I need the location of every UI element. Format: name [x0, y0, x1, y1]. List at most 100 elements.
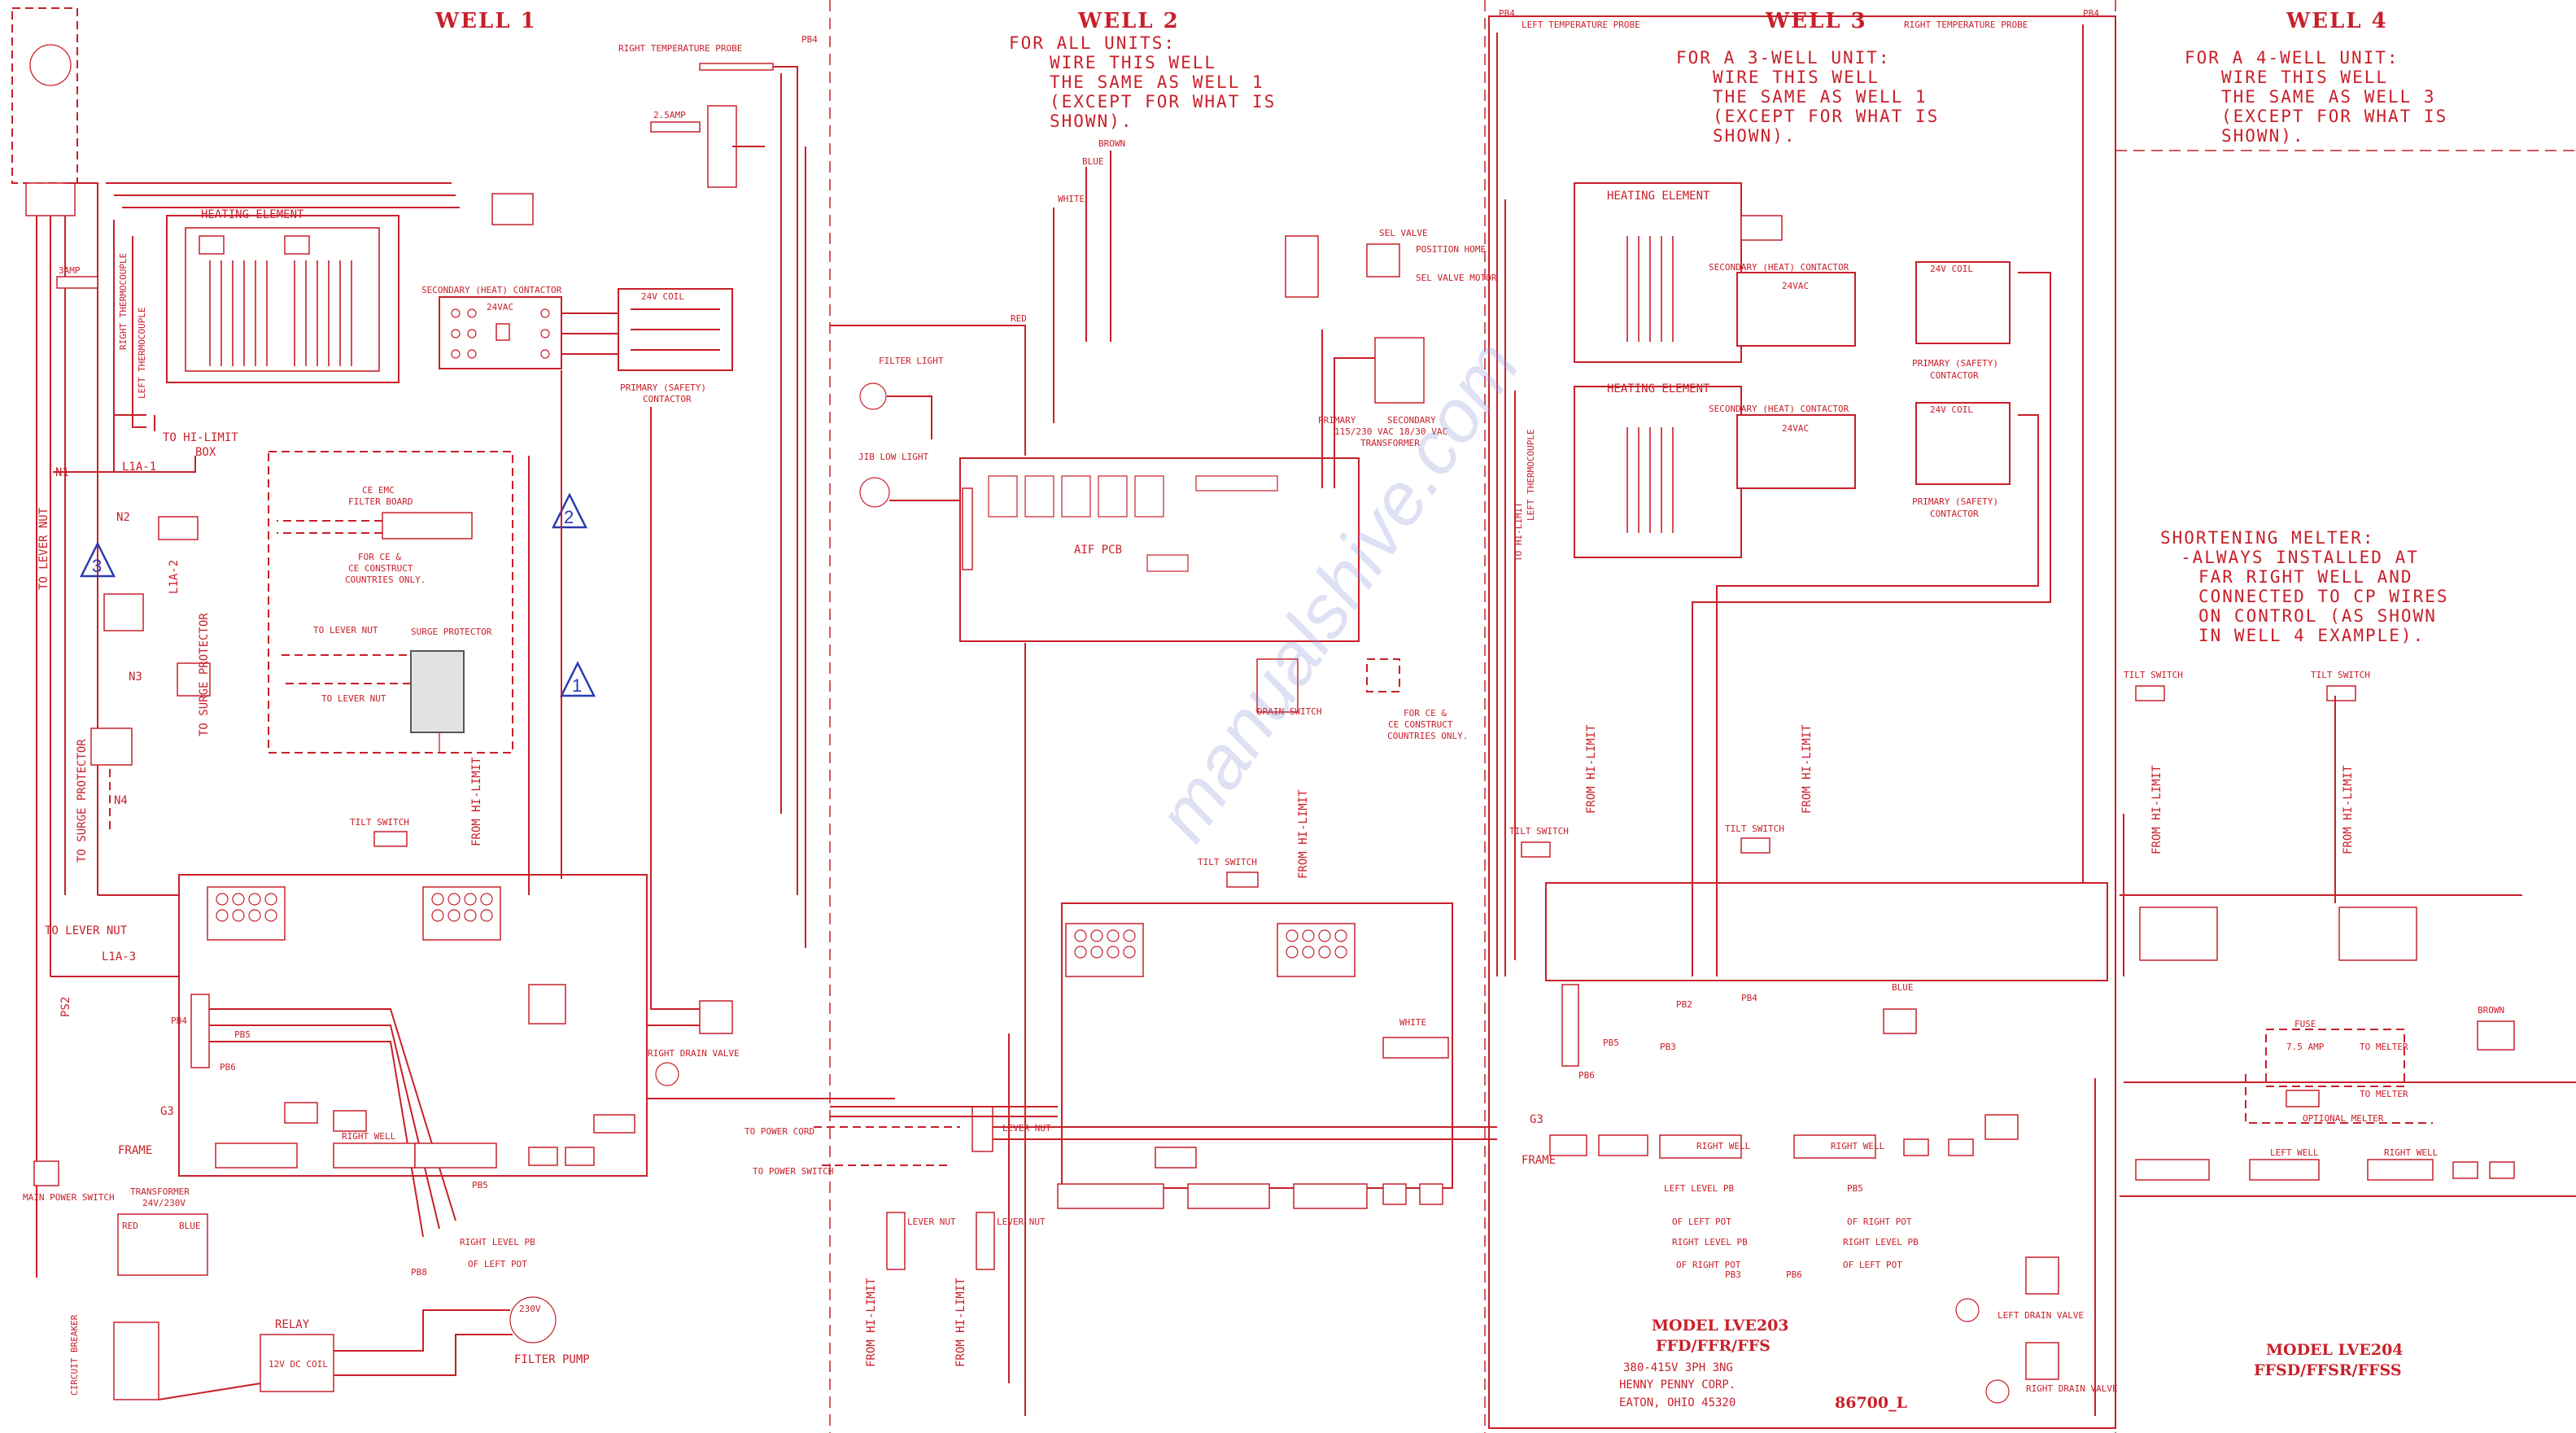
svg-text:TO LEVER NUT: TO LEVER NUT — [313, 625, 378, 636]
svg-text:86700_L: 86700_L — [1835, 1394, 1907, 1412]
well4-circuit: TILT SWITCH TILT SWITCH FROM HI-LIMIT FR… — [2120, 670, 2576, 1379]
well2-circuit: BROWN BLUE WHITE RED FILTER LIGHT JIB LO… — [744, 138, 1497, 1416]
svg-text:PB6: PB6 — [1578, 1070, 1595, 1081]
svg-text:TILT SWITCH: TILT SWITCH — [2311, 670, 2370, 680]
svg-text:24VAC: 24VAC — [487, 302, 513, 312]
svg-text:LEFT LEVEL PB: LEFT LEVEL PB — [1664, 1183, 1734, 1194]
svg-text:FOR CE &: FOR CE & — [358, 552, 401, 562]
svg-text:TO MELTER: TO MELTER — [2360, 1042, 2408, 1052]
svg-text:1: 1 — [572, 675, 582, 696]
svg-text:PB6: PB6 — [1786, 1269, 1802, 1280]
svg-text:PRIMARY (SAFETY): PRIMARY (SAFETY) — [1912, 358, 1998, 369]
svg-text:N1: N1 — [55, 466, 69, 479]
svg-text:LEFT THERMOCOUPLE: LEFT THERMOCOUPLE — [1526, 429, 1536, 521]
well1-title: WELL 1 — [434, 9, 537, 33]
svg-text:PB3: PB3 — [1660, 1042, 1676, 1052]
svg-text:PB6: PB6 — [220, 1062, 236, 1073]
svg-text:FUSE: FUSE — [2294, 1019, 2316, 1029]
svg-text:OF LEFT POT: OF LEFT POT — [468, 1259, 527, 1269]
svg-text:LEVER NUT: LEVER NUT — [1002, 1123, 1051, 1134]
svg-text:WIRE THIS WELL: WIRE THIS WELL — [1050, 53, 1216, 72]
svg-text:COUNTRIES ONLY.: COUNTRIES ONLY. — [345, 575, 426, 585]
svg-text:L1A-3: L1A-3 — [102, 950, 136, 963]
svg-text:PB5: PB5 — [234, 1029, 251, 1040]
svg-text:WIRE THIS WELL: WIRE THIS WELL — [2221, 68, 2388, 87]
svg-text:L1A-2: L1A-2 — [168, 560, 181, 594]
svg-text:PB8: PB8 — [411, 1267, 427, 1278]
svg-text:RIGHT WELL: RIGHT WELL — [1831, 1141, 1885, 1151]
svg-text:(EXCEPT FOR WHAT IS: (EXCEPT FOR WHAT IS — [1050, 92, 1276, 111]
svg-text:BROWN: BROWN — [2478, 1005, 2504, 1016]
svg-text:FOR A 4-WELL UNIT:: FOR A 4-WELL UNIT: — [2185, 48, 2399, 68]
svg-text:TRANSFORMER: TRANSFORMER — [130, 1186, 190, 1197]
svg-text:OF RIGHT POT: OF RIGHT POT — [1847, 1217, 1912, 1227]
svg-text:PB3: PB3 — [1725, 1269, 1741, 1280]
svg-text:PB4: PB4 — [2083, 8, 2099, 19]
svg-text:2.5AMP: 2.5AMP — [653, 110, 686, 120]
svg-text:CONTACTOR: CONTACTOR — [643, 394, 692, 404]
svg-text:HEATING ELEMENT: HEATING ELEMENT — [201, 208, 304, 221]
callout-1-icon — [559, 661, 596, 697]
svg-text:TILT SWITCH: TILT SWITCH — [1509, 826, 1569, 837]
svg-text:DRAIN SWITCH: DRAIN SWITCH — [1257, 706, 1321, 717]
svg-text:3: 3 — [92, 556, 102, 576]
svg-text:PB5: PB5 — [1603, 1038, 1619, 1048]
svg-text:RIGHT DRAIN VALVE: RIGHT DRAIN VALVE — [2026, 1383, 2118, 1394]
svg-text:WIRE THIS WELL: WIRE THIS WELL — [1713, 68, 1880, 87]
svg-text:RIGHT THERMOCOUPLE: RIGHT THERMOCOUPLE — [118, 253, 129, 350]
svg-text:230V: 230V — [519, 1304, 541, 1314]
well3-circuit: LEFT TEMPERATURE PROBE RIGHT TEMPERATURE… — [1496, 8, 2118, 1416]
svg-text:CE CONSTRUCT: CE CONSTRUCT — [1388, 719, 1453, 730]
svg-text:BLUE: BLUE — [1892, 982, 1914, 993]
svg-text:MAIN POWER SWITCH: MAIN POWER SWITCH — [23, 1192, 115, 1203]
svg-text:CIRCUIT BREAKER: CIRCUIT BREAKER — [69, 1314, 80, 1396]
svg-text:-ALWAYS INSTALLED AT: -ALWAYS INSTALLED AT — [2181, 548, 2419, 567]
svg-text:2: 2 — [564, 507, 574, 527]
svg-text:WHITE: WHITE — [1058, 194, 1085, 204]
svg-text:RIGHT TEMPERATURE PROBE: RIGHT TEMPERATURE PROBE — [618, 43, 742, 54]
well4-note: FOR A 4-WELL UNIT: WIRE THIS WELL THE SA… — [2185, 48, 2446, 146]
svg-text:JIB LOW LIGHT: JIB LOW LIGHT — [858, 452, 928, 462]
svg-text:TRANSFORMER: TRANSFORMER — [1360, 438, 1420, 448]
svg-text:LEFT THERMOCOUPLE: LEFT THERMOCOUPLE — [137, 307, 147, 399]
svg-text:BLUE: BLUE — [1082, 156, 1104, 167]
svg-text:N3: N3 — [129, 671, 142, 684]
svg-text:G3: G3 — [1530, 1113, 1543, 1126]
svg-text:FROM HI-LIMIT: FROM HI-LIMIT — [865, 1278, 878, 1367]
svg-text:FOR CE &: FOR CE & — [1404, 708, 1447, 719]
svg-text:TO SURGE PROTECTOR: TO SURGE PROTECTOR — [198, 613, 211, 736]
svg-text:LEFT DRAIN VALVE: LEFT DRAIN VALVE — [1997, 1310, 2084, 1321]
svg-text:HENNY PENNY CORP.: HENNY PENNY CORP. — [1619, 1378, 1736, 1391]
svg-text:CE CONSTRUCT: CE CONSTRUCT — [348, 563, 413, 574]
svg-text:SECONDARY (HEAT) CONTACTOR: SECONDARY (HEAT) CONTACTOR — [421, 285, 562, 295]
svg-text:OF RIGHT POT: OF RIGHT POT — [1676, 1260, 1741, 1270]
svg-text:RIGHT LEVEL PB: RIGHT LEVEL PB — [1672, 1237, 1748, 1247]
svg-text:FILTER BOARD: FILTER BOARD — [348, 496, 413, 507]
svg-text:TILT SWITCH: TILT SWITCH — [350, 817, 409, 828]
svg-text:24VAC: 24VAC — [1782, 423, 1809, 434]
svg-text:LEVER NUT: LEVER NUT — [907, 1217, 956, 1227]
svg-text:FILTER LIGHT: FILTER LIGHT — [879, 356, 944, 366]
svg-text:CONTACTOR: CONTACTOR — [1930, 509, 1979, 519]
svg-text:TILT SWITCH: TILT SWITCH — [2124, 670, 2183, 680]
svg-text:PB5: PB5 — [472, 1180, 488, 1191]
well2-note: FOR ALL UNITS: WIRE THIS WELL THE SAME A… — [1009, 33, 1276, 131]
svg-text:LEFT WELL: LEFT WELL — [2270, 1147, 2319, 1158]
svg-text:SEL VALVE: SEL VALVE — [1379, 228, 1428, 238]
well3-title: WELL 3 — [1765, 9, 1867, 33]
svg-text:PB4: PB4 — [171, 1016, 187, 1026]
svg-text:FILTER PUMP: FILTER PUMP — [514, 1353, 590, 1366]
svg-text:RIGHT LEVEL PB: RIGHT LEVEL PB — [460, 1237, 535, 1247]
well2-title: WELL 2 — [1077, 9, 1180, 33]
svg-text:RIGHT WELL: RIGHT WELL — [342, 1131, 396, 1142]
melter-note: SHORTENING MELTER: -ALWAYS INSTALLED AT … — [2160, 528, 2447, 645]
svg-text:TILT SWITCH: TILT SWITCH — [1725, 824, 1784, 834]
svg-text:ON CONTROL (AS SHOWN: ON CONTROL (AS SHOWN — [2198, 606, 2437, 626]
svg-text:TO SURGE PROTECTOR: TO SURGE PROTECTOR — [76, 739, 89, 863]
svg-text:WHITE: WHITE — [1399, 1017, 1426, 1028]
svg-text:24V COIL: 24V COIL — [1930, 404, 1973, 415]
svg-text:FRAME: FRAME — [118, 1144, 152, 1157]
svg-text:RED: RED — [1011, 313, 1027, 324]
svg-text:SHOWN).: SHOWN). — [2221, 126, 2305, 146]
